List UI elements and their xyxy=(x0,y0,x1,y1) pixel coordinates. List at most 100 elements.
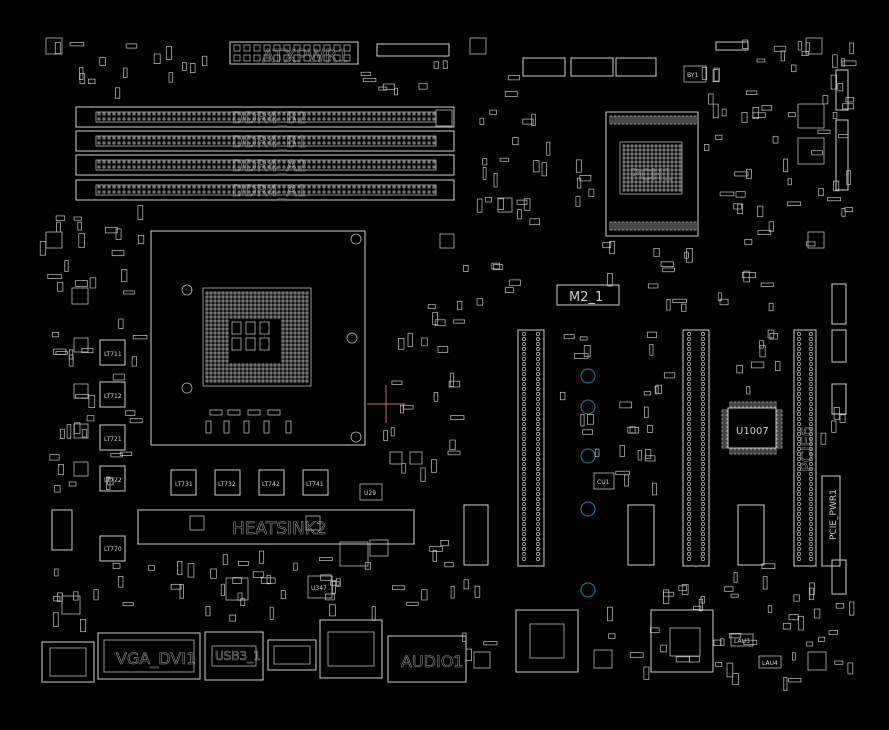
pcie-slot-1[interactable] xyxy=(517,329,545,567)
dimm-pin xyxy=(97,136,101,140)
cpu-pin xyxy=(225,375,229,379)
cpu-pin xyxy=(261,295,265,299)
dimm-pin xyxy=(262,117,266,121)
smd-part xyxy=(320,574,332,581)
smd-part xyxy=(383,430,388,442)
m2-slot[interactable]: M2_1 xyxy=(556,284,620,306)
cpu-pin xyxy=(269,291,273,295)
smd-part xyxy=(463,265,469,272)
dimm-pin xyxy=(327,136,331,140)
qfp-pin xyxy=(737,401,741,408)
cpu-pin xyxy=(289,375,293,379)
cpu-pin xyxy=(301,355,305,359)
cpu-cap xyxy=(285,420,292,434)
dimm-pin xyxy=(172,117,176,121)
smd-part xyxy=(713,67,720,82)
u1007-chip[interactable]: U1007 xyxy=(721,401,783,455)
dimm-pin xyxy=(282,160,286,164)
cpu-pin xyxy=(253,299,257,303)
dimm-slot-a2[interactable]: DDR4_A2 xyxy=(75,154,455,176)
pcie-pin xyxy=(687,377,691,381)
pch-pin xyxy=(633,115,637,125)
smd-part xyxy=(678,585,687,592)
dimm-pin xyxy=(167,190,171,194)
pcie-pin xyxy=(809,372,813,376)
cpu-pin xyxy=(273,315,277,319)
pch-ball xyxy=(622,176,626,180)
cpu-pin xyxy=(213,295,217,299)
lan-connector[interactable] xyxy=(319,619,383,679)
dimm-pin xyxy=(157,190,161,194)
pch-pin xyxy=(681,115,685,125)
pcie-pin xyxy=(701,362,705,366)
cpu-pin xyxy=(289,343,293,347)
dimm-pin xyxy=(382,117,386,121)
pcie-pin xyxy=(797,332,801,336)
cpu-pin xyxy=(273,311,277,315)
dimm-pin xyxy=(342,160,346,164)
cpu-pin xyxy=(285,323,289,327)
cpu-pin xyxy=(213,291,217,295)
smd-part xyxy=(99,57,106,66)
pcie-pin xyxy=(701,382,705,386)
smd-part xyxy=(392,585,406,591)
dimm-pin xyxy=(287,112,291,116)
atx-power-connector[interactable]: ATXPWR1 xyxy=(229,41,359,67)
dimm-slot-b1[interactable]: DDR4_B1 xyxy=(75,130,455,152)
cpu-pin xyxy=(277,371,281,375)
ps2-connector[interactable] xyxy=(41,641,95,683)
dimm-pin xyxy=(397,136,401,140)
pcie-pin xyxy=(536,422,540,426)
cpu-pin xyxy=(273,375,277,379)
dimm-pin xyxy=(142,185,146,189)
dimm-pin xyxy=(202,165,206,169)
cpu-pin xyxy=(285,327,289,331)
audio-connector[interactable]: AUDIO1 xyxy=(387,635,467,683)
pch-chip[interactable]: PCH1 xyxy=(605,111,699,237)
smd-part xyxy=(792,652,796,661)
smd-part xyxy=(743,270,750,283)
cpu-pin xyxy=(245,311,249,315)
pcie-pin xyxy=(536,402,540,406)
cpu-pin xyxy=(209,319,213,323)
cpu-pin xyxy=(221,327,225,331)
dimm-pin xyxy=(337,141,341,145)
qfp-pin xyxy=(721,433,728,437)
smd-part xyxy=(732,673,739,686)
pch-ball xyxy=(634,184,638,188)
atx-pin xyxy=(323,54,331,62)
dimm-slot-b2[interactable]: DDR4_B2 xyxy=(75,106,455,128)
pch-ball xyxy=(670,152,674,156)
smd-part xyxy=(449,439,456,451)
smd-part xyxy=(649,344,654,356)
pcie-pwr-connector[interactable]: PCIE_PWR1 xyxy=(821,475,841,567)
smd-part xyxy=(53,612,59,627)
smd-part xyxy=(733,572,738,583)
cpu-pin xyxy=(305,331,309,335)
smd-part xyxy=(153,53,161,64)
dimm-pin xyxy=(117,117,121,121)
pcie-pin xyxy=(797,522,801,526)
pcie-slot-6[interactable]: PCIE6 xyxy=(793,329,817,567)
smd-part xyxy=(118,576,124,588)
dimm-pin xyxy=(147,185,151,189)
pcie-pin xyxy=(809,532,813,536)
usb-connector[interactable]: USB3_1 xyxy=(204,631,264,681)
pcie-pin xyxy=(809,417,813,421)
cpu-pin xyxy=(301,363,305,367)
cpu-pin xyxy=(269,371,273,375)
cpu-socket[interactable] xyxy=(150,230,366,446)
dimm-slot-a1[interactable]: DDR4_A1 xyxy=(75,179,455,201)
dimm-pin xyxy=(362,160,366,164)
pcie-slot-2[interactable] xyxy=(682,329,710,567)
pch-pin xyxy=(645,115,649,125)
vga-dvi-connector[interactable]: VGA_DVI1 xyxy=(97,632,201,680)
dimm-pin xyxy=(152,160,156,164)
dimm-pin xyxy=(117,136,121,140)
smd-part xyxy=(653,248,660,257)
hdmi-connector[interactable] xyxy=(267,639,317,671)
pch-ball xyxy=(670,168,674,172)
atx-pin xyxy=(333,54,341,62)
pch-pin xyxy=(661,115,665,125)
